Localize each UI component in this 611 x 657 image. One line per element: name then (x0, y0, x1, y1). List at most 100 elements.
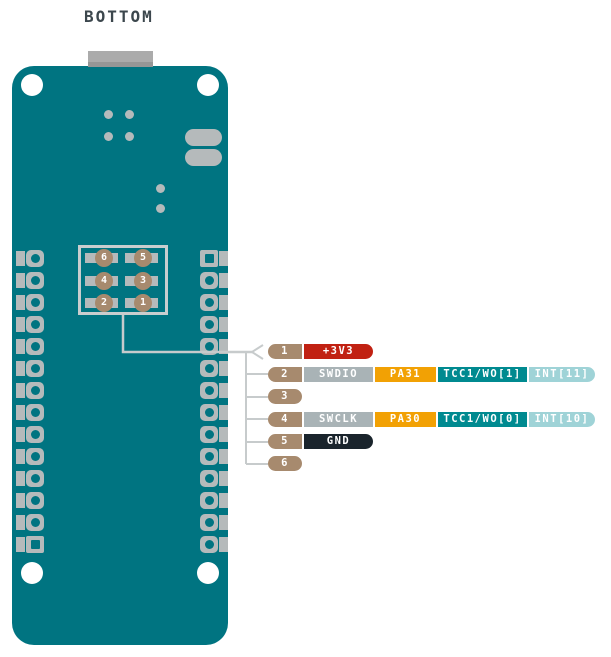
solder-pad-number: 5 (134, 249, 152, 267)
solder-pad-number: 4 (95, 272, 113, 290)
arrow-left-icon (250, 344, 264, 360)
test-pad (185, 129, 222, 146)
castellated-pin-part (16, 471, 25, 486)
board-outline: 6 5 4 3 2 1 (12, 51, 228, 645)
castellated-pin-part (204, 452, 214, 461)
castellated-pin-part (30, 429, 40, 439)
castellated-pin-part (16, 426, 25, 442)
view-title: BOTTOM (84, 7, 154, 26)
mounting-hole (197, 74, 219, 96)
castellated-pin-part (30, 341, 40, 351)
castellated-pin-part (204, 429, 214, 439)
castellated-pin-part (204, 474, 214, 483)
castellated-pin-part (219, 471, 228, 486)
castellated-pin-part (219, 250, 228, 266)
castellated-pin-part (16, 537, 25, 553)
via-dot (156, 204, 165, 213)
legend-row-5: 5 GND (0, 434, 611, 449)
ground-label: GND (304, 434, 373, 449)
castellated-pin-part (30, 275, 40, 285)
castellated-pin-part (219, 515, 228, 531)
via-dot (125, 110, 134, 119)
castellated-pin-part (219, 360, 228, 376)
solder-pad-number: 2 (95, 294, 113, 312)
usb-connector (88, 51, 153, 67)
mounting-hole (21, 562, 43, 584)
castellated-pin-part (30, 253, 40, 263)
legend-row-4: 4 SWCLK PA30 TCC1/WO[0] INT[10] (0, 412, 611, 427)
test-pad (185, 149, 222, 166)
signal-label: SWDIO (304, 367, 373, 382)
pin-number-badge: 3 (268, 389, 302, 404)
via-dot (125, 132, 134, 141)
castellated-pin-part (219, 338, 228, 354)
mounting-hole (197, 562, 219, 584)
castellated-pin-part (30, 319, 40, 329)
castellated-pin-part (16, 250, 25, 266)
castellated-pin-part (30, 540, 40, 550)
castellated-pin-part (204, 385, 214, 395)
castellated-pin-part (30, 385, 40, 395)
legend-row-3: 3 (0, 389, 611, 404)
castellated-pin-part (16, 449, 25, 464)
castellated-pin-part (16, 338, 25, 354)
swd-trace (121, 315, 253, 354)
castellated-pin-part (30, 496, 40, 506)
via-dot (104, 110, 113, 119)
via-dot (104, 132, 113, 141)
castellated-pin-part (204, 319, 214, 329)
castellated-pin-part (16, 316, 25, 332)
solder-pad-number: 3 (134, 272, 152, 290)
solder-pad-number: 1 (134, 294, 152, 312)
power-label: +3V3 (304, 344, 373, 359)
castellated-pin-part (204, 407, 214, 417)
timer-label: TCC1/WO[1] (438, 367, 527, 382)
castellated-pin-part (16, 493, 25, 509)
castellated-pin-part (219, 537, 228, 553)
port-label: PA30 (375, 412, 436, 427)
legend-row-6: 6 (0, 456, 611, 471)
pin-number-badge: 4 (268, 412, 302, 427)
legend-row-1: 1 +3V3 (0, 344, 611, 359)
interrupt-label: INT[10] (529, 412, 595, 427)
castellated-pin-part (219, 316, 228, 332)
castellated-pin-part (219, 382, 228, 398)
pin-number-badge: 5 (268, 434, 302, 449)
castellated-pin-part (204, 363, 214, 373)
castellated-pin-part (219, 493, 228, 509)
castellated-pin-part (219, 272, 228, 288)
castellated-pin-part (30, 518, 40, 528)
solder-pad-number: 6 (95, 249, 113, 267)
castellated-pin-part (204, 275, 214, 285)
interrupt-label: INT[11] (529, 367, 595, 382)
mounting-hole (21, 74, 43, 96)
castellated-pin-part (204, 496, 214, 506)
port-label: PA31 (375, 367, 436, 382)
castellated-pin-part (219, 294, 228, 310)
castellated-pin-part (16, 382, 25, 398)
pin-number-badge: 2 (268, 367, 302, 382)
castellated-pin-part (16, 404, 25, 420)
castellated-pin-part (204, 297, 214, 307)
castellated-pin-part (30, 474, 40, 483)
pin-number-badge: 6 (268, 456, 302, 471)
castellated-pin-part (16, 360, 25, 376)
castellated-pin-part (16, 515, 25, 531)
castellated-pin-part (30, 297, 40, 307)
castellated-pin-part (219, 426, 228, 442)
castellated-pin-part (219, 404, 228, 420)
castellated-pin-part (204, 540, 214, 550)
castellated-pin-part (204, 518, 214, 528)
legend-row-2: 2 SWDIO PA31 TCC1/WO[1] INT[11] (0, 367, 611, 382)
castellated-pin-part (16, 272, 25, 288)
swd-pads-box: 6 5 4 3 2 1 (78, 245, 168, 315)
via-dot (156, 184, 165, 193)
signal-label: SWCLK (304, 412, 373, 427)
castellated-pin-part (16, 294, 25, 310)
castellated-pin-part (204, 253, 214, 263)
legend-branch-lines (246, 373, 268, 465)
castellated-pin-part (204, 341, 214, 351)
castellated-pin-part (30, 407, 40, 417)
